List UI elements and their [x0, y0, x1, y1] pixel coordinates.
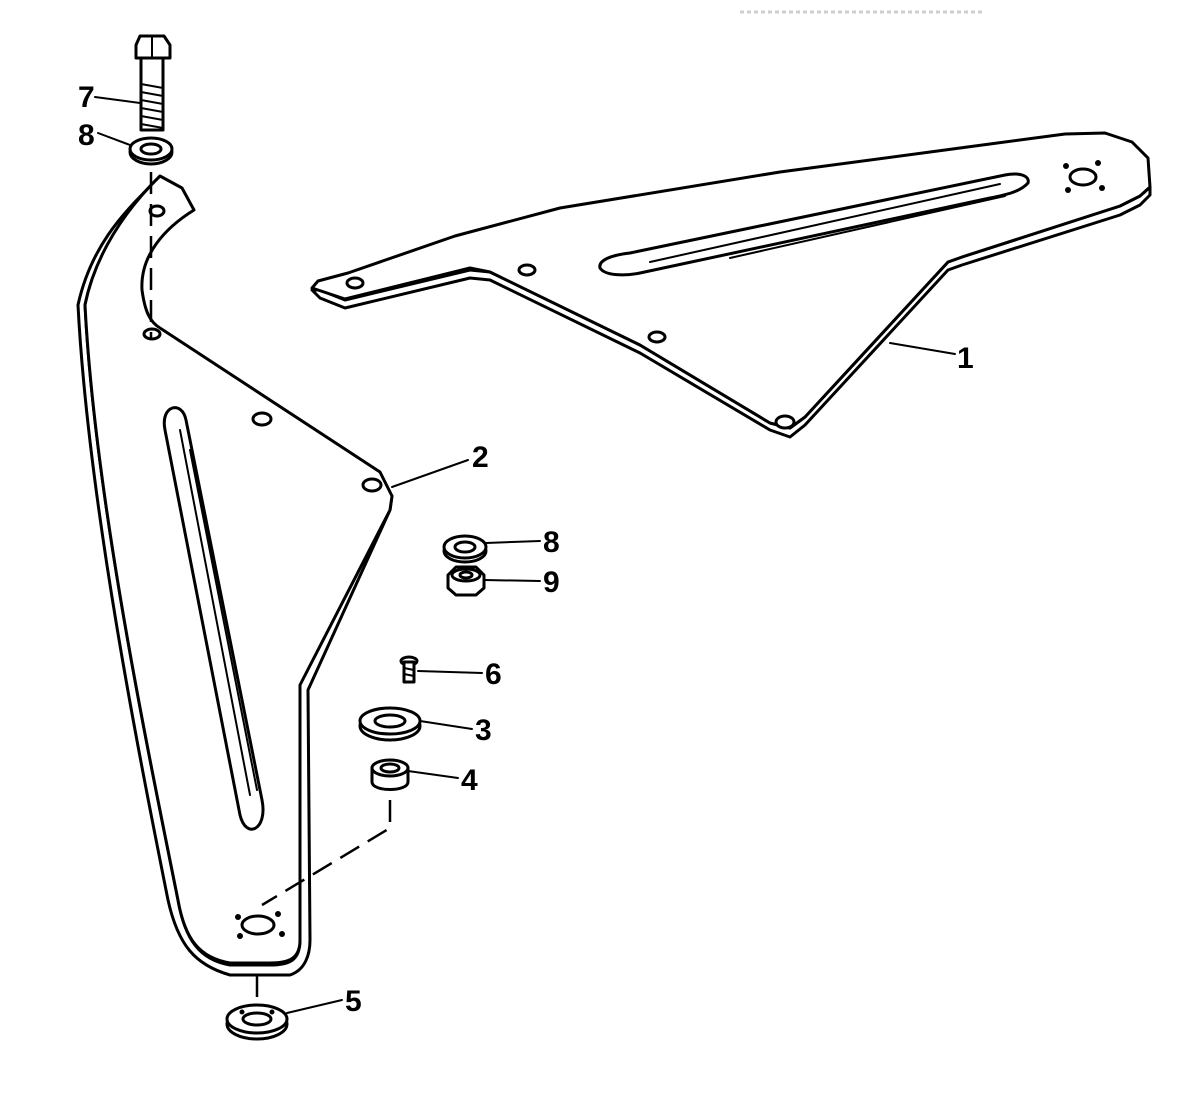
- washer-8-mid: [442, 534, 488, 564]
- washer-8-top: [128, 136, 174, 166]
- bolt-7: [134, 34, 172, 132]
- leader-7: [94, 96, 141, 104]
- nut-9: [446, 565, 486, 597]
- callout-7: 7: [78, 81, 95, 114]
- leader-3: [419, 720, 473, 730]
- screw-6: [399, 655, 419, 684]
- leader-5: [286, 999, 343, 1014]
- callout-2: 2: [472, 441, 489, 474]
- leader-8b: [485, 540, 541, 544]
- callout-5: 5: [345, 985, 362, 1018]
- callout-6: 6: [485, 658, 502, 691]
- leader-9: [483, 579, 541, 582]
- callout-9: 9: [543, 566, 560, 599]
- plate-2: [76, 174, 394, 977]
- plate-1: [310, 131, 1152, 439]
- callout-8-top: 8: [78, 119, 95, 152]
- callout-4: 4: [461, 764, 478, 797]
- callout-1: 1: [957, 342, 974, 375]
- callout-8-mid: 8: [543, 526, 560, 559]
- leader-6: [417, 670, 483, 674]
- leader-8a: [97, 132, 131, 146]
- callout-labels: 1 2 3 4 5 6 7 8 8 9: [78, 81, 974, 1018]
- leader-2: [391, 459, 469, 488]
- bushing-4: [370, 758, 410, 791]
- leader-lines: [94, 96, 956, 1014]
- washer-3: [358, 706, 422, 742]
- callout-3: 3: [475, 714, 492, 747]
- alignment-line-bottom: [261, 800, 392, 907]
- leader-1: [889, 342, 956, 355]
- leader-4: [407, 770, 459, 779]
- washer-5: [225, 1003, 289, 1041]
